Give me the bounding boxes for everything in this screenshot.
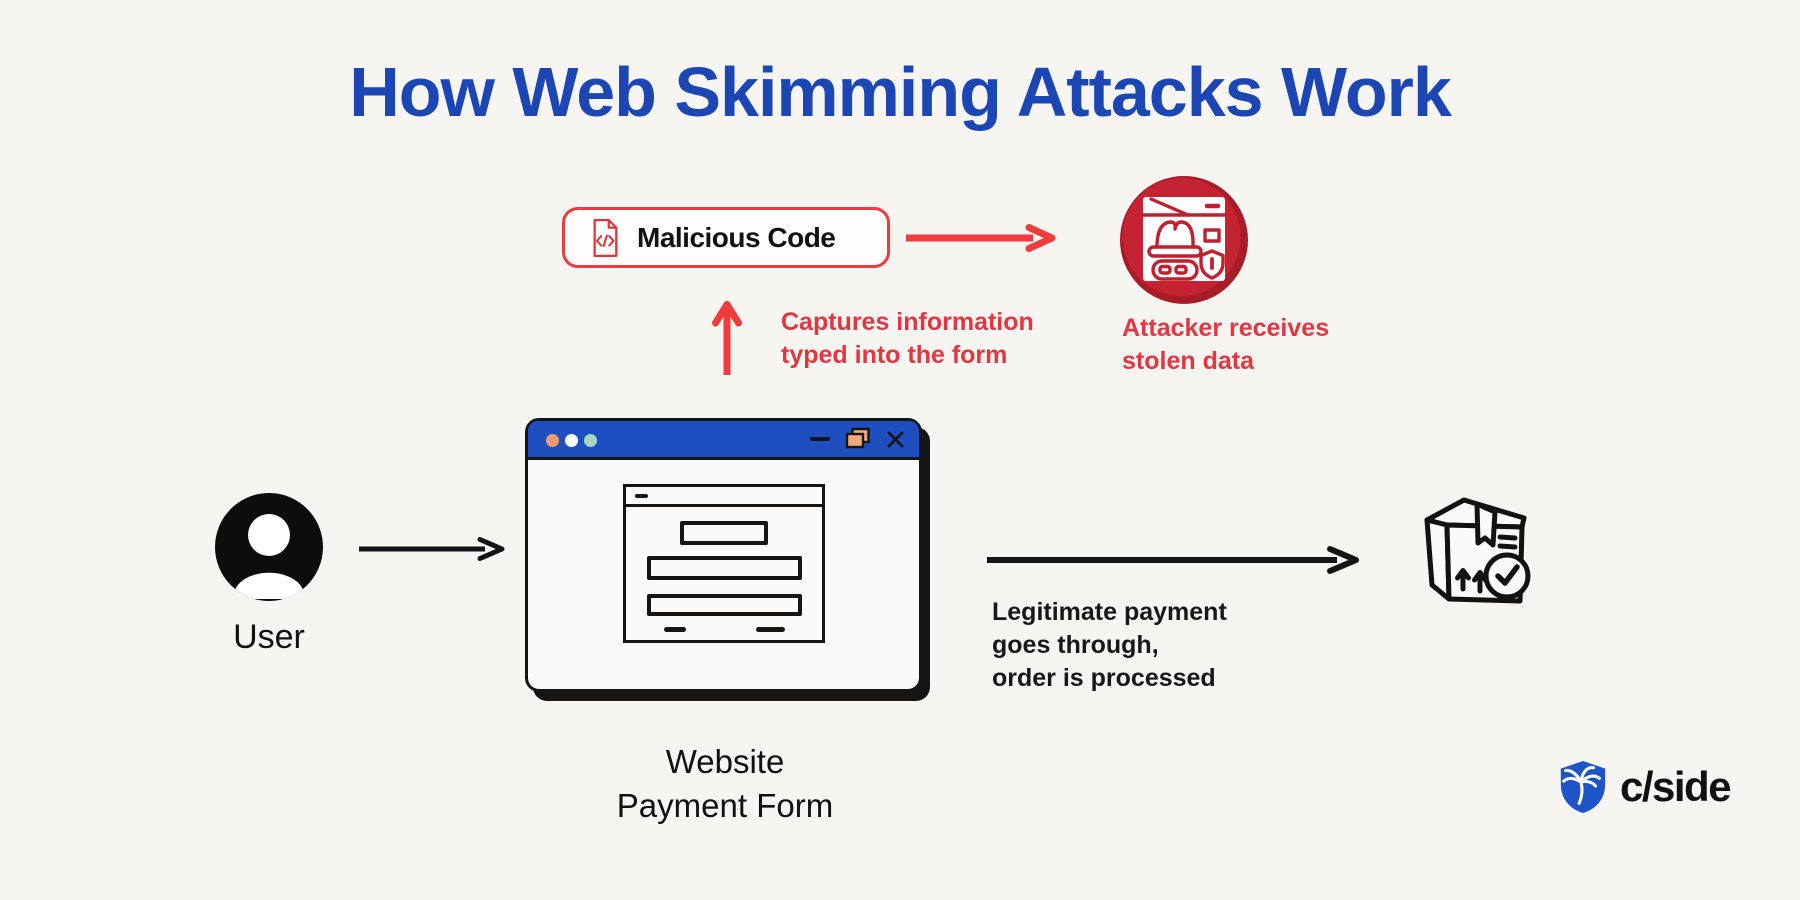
logo-wordmark: c/side xyxy=(1620,763,1732,810)
browser-window xyxy=(525,418,922,692)
form-header xyxy=(626,487,822,507)
window-dot-white xyxy=(565,434,578,447)
malicious-code-label: Malicious Code xyxy=(637,221,836,253)
form-fields xyxy=(626,507,822,632)
attacker-caption: Attacker receives stolen data xyxy=(1122,312,1329,378)
window-dot-mint xyxy=(584,434,597,447)
palm-shield-icon xyxy=(1560,760,1606,814)
form-header-dash xyxy=(635,493,648,498)
form-field-label xyxy=(680,521,768,545)
close-icon xyxy=(887,431,904,447)
window-controls xyxy=(810,421,905,457)
arrow-user-to-form xyxy=(359,537,505,561)
browser-titlebar xyxy=(528,421,919,460)
form-footer-dash-2 xyxy=(756,627,785,632)
minimize-icon xyxy=(810,437,830,441)
code-file-icon xyxy=(593,218,618,257)
order-caption-line1: Legitimate payment xyxy=(992,598,1227,626)
capture-caption-line1: Captures information xyxy=(781,308,1034,336)
payment-form-mockup xyxy=(623,484,825,643)
payment-form-label-line1: Website xyxy=(665,743,785,780)
order-caption: Legitimate payment goes through, order i… xyxy=(992,596,1227,695)
page-title: How Web Skimming Attacks Work xyxy=(349,53,1452,131)
window-dot-orange xyxy=(546,434,559,447)
capture-caption: Captures information typed into the form xyxy=(781,306,1034,372)
payment-form-label: Website Payment Form xyxy=(525,740,925,828)
attacker-caption-line1: Attacker receives xyxy=(1122,314,1330,342)
restore-icon xyxy=(845,427,870,449)
form-footer xyxy=(626,616,822,632)
capture-caption-line2: typed into the form xyxy=(781,341,1008,369)
package-icon xyxy=(1424,497,1531,604)
attacker-icon xyxy=(1120,176,1248,304)
payment-form-label-line2: Payment Form xyxy=(616,787,834,824)
user-icon xyxy=(215,493,323,601)
attacker-caption-line2: stolen data xyxy=(1122,347,1254,375)
arrow-form-to-order xyxy=(987,546,1359,574)
browser-body xyxy=(528,460,919,689)
malicious-code-box: Malicious Code xyxy=(562,207,890,268)
order-caption-line2: goes through, xyxy=(992,631,1159,659)
form-field-input-1 xyxy=(646,556,802,580)
order-caption-line3: order is processed xyxy=(992,664,1216,692)
arrow-form-to-malicious xyxy=(712,301,742,375)
user-label: User xyxy=(233,618,305,656)
form-field-input-2 xyxy=(646,594,802,616)
form-footer-dash-1 xyxy=(664,627,686,632)
arrow-malicious-to-attacker xyxy=(906,224,1056,252)
cside-logo: c/side xyxy=(1556,758,1732,816)
